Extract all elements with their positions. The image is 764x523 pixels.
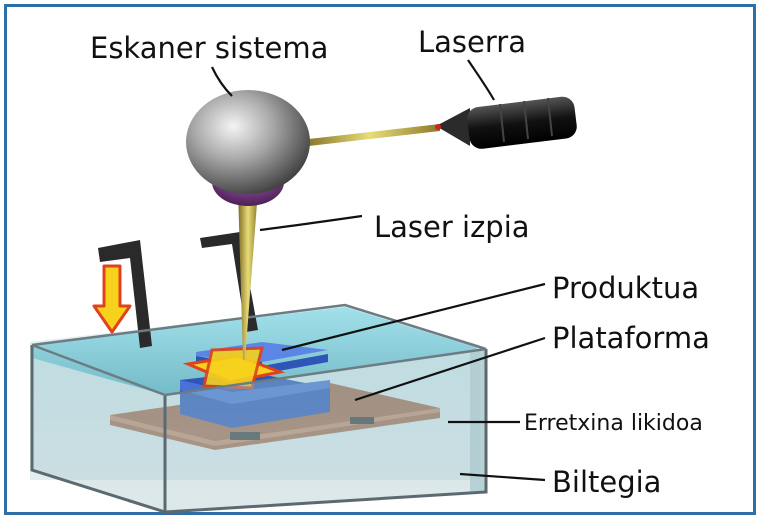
label-product: Produktua (552, 271, 699, 305)
label-liquid-resin: Erretxina likidoa (524, 411, 703, 436)
laser-beam (238, 190, 258, 360)
label-laser-beam: Laser izpia (374, 210, 530, 244)
leader-laser (467, 59, 495, 101)
down-arrow-icon (92, 264, 132, 334)
label-platform: Plataforma (552, 321, 710, 355)
scanner-sphere (186, 90, 310, 206)
label-laser: Laserra (418, 25, 526, 59)
leader-beam (259, 214, 363, 232)
laser-feed-beam (300, 124, 440, 147)
label-scanner-system: Eskaner sistema (90, 31, 328, 65)
leader-scanner (211, 66, 233, 97)
leader-lines (211, 59, 546, 482)
label-tank: Biltegia (552, 465, 661, 499)
leader-product (281, 282, 546, 352)
laser-head (435, 96, 577, 149)
tank-front-glass (30, 303, 488, 515)
leader-platform (354, 336, 546, 402)
leader-tank (459, 472, 546, 482)
